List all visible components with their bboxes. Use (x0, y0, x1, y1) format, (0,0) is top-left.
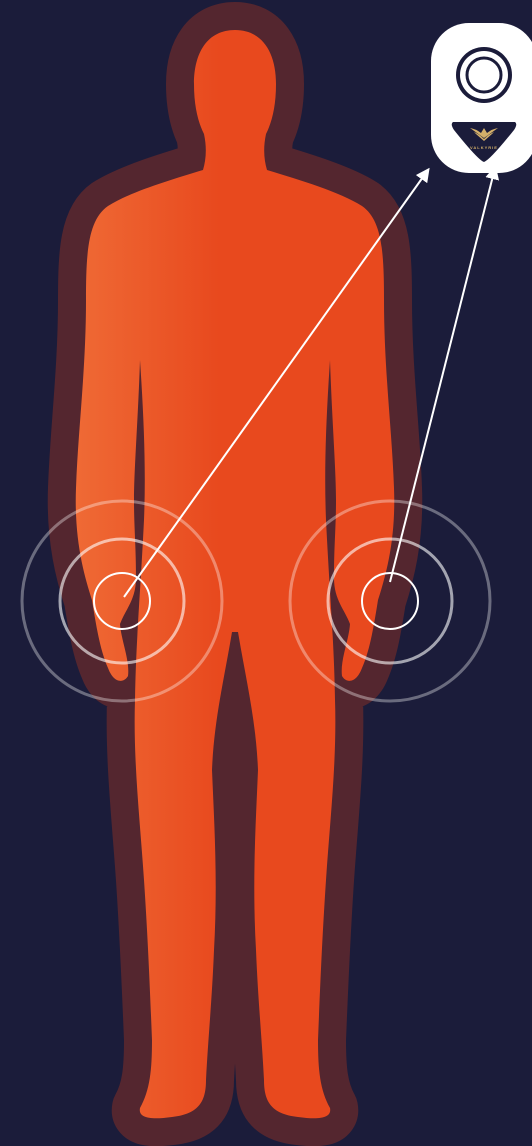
brand-label: VALKYRIE (470, 145, 498, 150)
device-button (456, 47, 512, 103)
wearable-device: VALKYRIE (431, 23, 532, 173)
